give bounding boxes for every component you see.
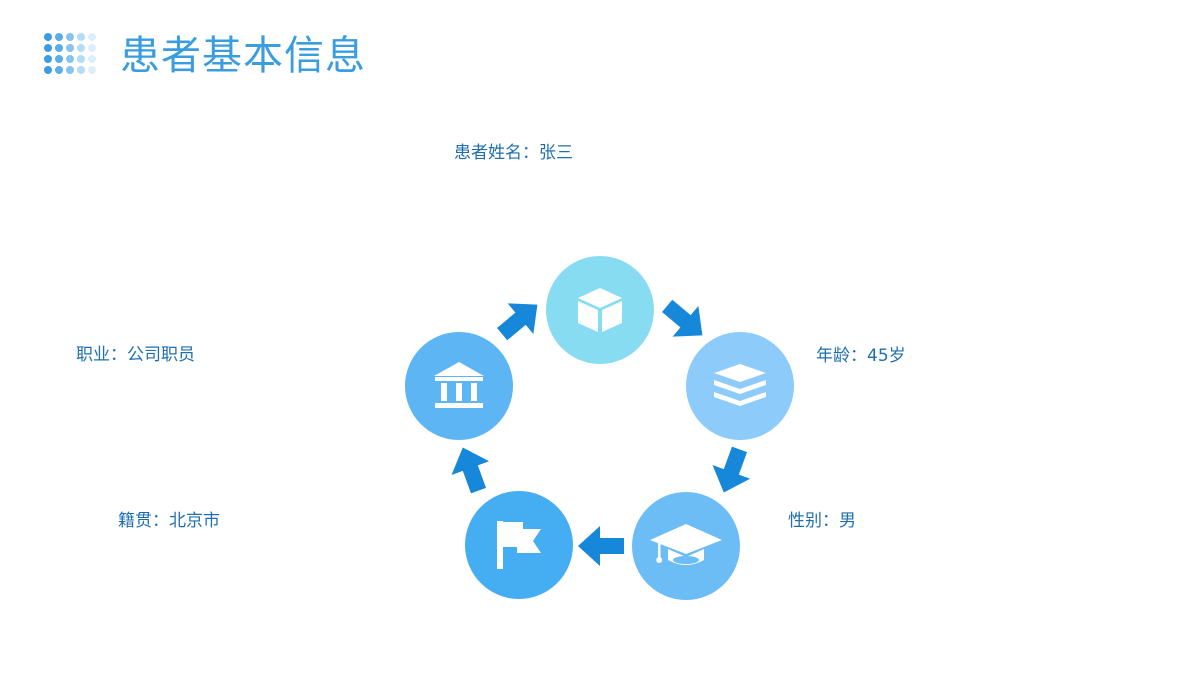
label-occupation: 职业：公司职员 bbox=[76, 345, 195, 365]
arrow-name-to-age bbox=[662, 299, 703, 337]
label-origin: 籍贯：北京市 bbox=[118, 511, 220, 531]
dots-grid-icon bbox=[44, 33, 98, 77]
label-patient-name: 患者姓名：张三 bbox=[454, 143, 573, 163]
arrow-age-to-gender bbox=[712, 446, 751, 493]
node-occupation bbox=[405, 332, 513, 440]
bank-icon bbox=[434, 362, 484, 408]
cube-icon bbox=[578, 288, 622, 332]
label-gender: 性别：男 bbox=[788, 511, 856, 531]
node-patient-name bbox=[546, 256, 654, 364]
flag-icon bbox=[497, 521, 541, 569]
page-title: 患者基本信息 bbox=[120, 33, 366, 79]
node-origin bbox=[465, 491, 573, 599]
arrow-gender-to-origin bbox=[578, 526, 624, 566]
node-gender bbox=[632, 492, 740, 600]
label-age: 年龄：45岁 bbox=[816, 346, 906, 366]
node-age bbox=[686, 332, 794, 440]
layers-icon bbox=[714, 364, 766, 406]
graduation-cap-icon bbox=[650, 524, 722, 565]
arrow-origin-to-occupation bbox=[451, 447, 490, 494]
arrow-occupation-to-name bbox=[497, 303, 538, 341]
